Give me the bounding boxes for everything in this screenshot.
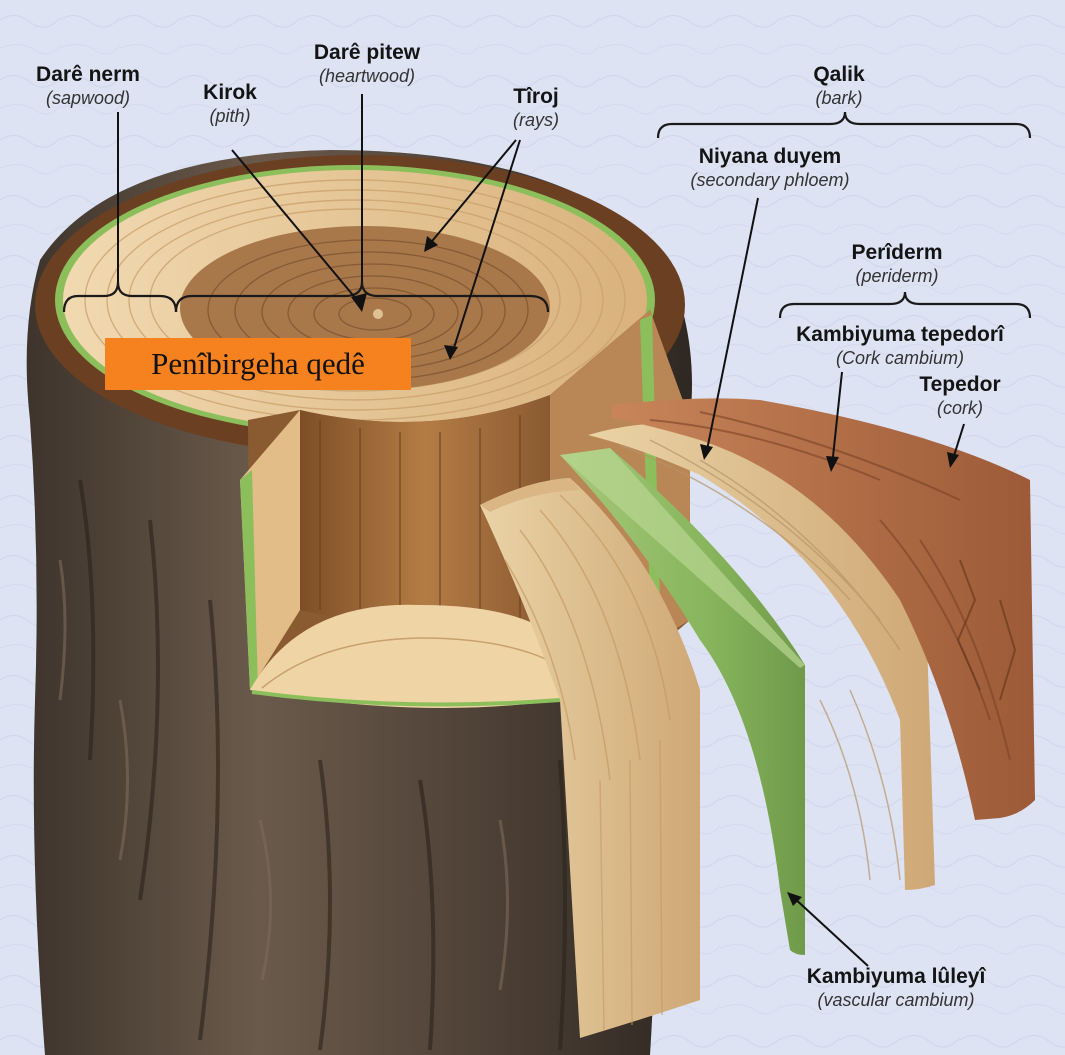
label-phloem-sci: (secondary phloem) bbox=[690, 170, 850, 190]
label-rays: Tîroj (rays) bbox=[486, 84, 586, 131]
label-cork-cambium-name: Kambiyuma tepedorî bbox=[796, 323, 1004, 346]
label-sapwood: Darê nerm (sapwood) bbox=[8, 62, 168, 109]
label-cork: Tepedor (cork) bbox=[900, 372, 1020, 419]
label-pith: Kirok (pith) bbox=[180, 80, 280, 127]
label-periderm-name: Perîderm bbox=[851, 241, 943, 264]
vascular-cambium-slab bbox=[560, 448, 805, 955]
sapwood-slab bbox=[480, 478, 700, 1038]
label-bark-name: Qalik bbox=[813, 63, 865, 86]
periderm-brace bbox=[778, 291, 1032, 319]
label-sapwood-name: Darê nerm bbox=[36, 63, 140, 86]
label-heartwood-sci: (heartwood) bbox=[318, 66, 416, 86]
growth-rings-sapwood bbox=[84, 179, 626, 421]
label-periderm: Perîderm (periderm) bbox=[822, 240, 972, 287]
label-bark-sci: (bark) bbox=[815, 88, 863, 108]
callout-cross-section-title: Penîbirgeha qedê bbox=[105, 338, 411, 390]
label-cork-sci: (cork) bbox=[937, 398, 983, 418]
label-pith-sci: (pith) bbox=[209, 106, 251, 126]
label-cork-cambium: Kambiyuma tepedorî (Cork cambium) bbox=[770, 322, 1030, 369]
label-bark: Qalik (bark) bbox=[774, 62, 904, 109]
secondary-phloem-slab bbox=[588, 423, 935, 890]
label-vascular-sci: (vascular cambium) bbox=[817, 990, 975, 1010]
pith-dot bbox=[373, 309, 383, 319]
label-heartwood-name: Darê pitew bbox=[313, 41, 421, 64]
label-cork-name: Tepedor bbox=[919, 373, 1001, 396]
label-phloem-name: Niyana duyem bbox=[698, 145, 842, 168]
arrowheads bbox=[351, 236, 959, 906]
label-sapwood-sci: (sapwood) bbox=[45, 88, 131, 108]
label-periderm-sci: (periderm) bbox=[855, 266, 939, 286]
label-cork-cambium-sci: (Cork cambium) bbox=[835, 348, 964, 368]
label-heartwood: Darê pitew (heartwood) bbox=[282, 40, 452, 87]
label-vascular-name: Kambiyuma lûleyî bbox=[806, 965, 986, 988]
label-rays-sci: (rays) bbox=[513, 110, 559, 130]
label-secondary-phloem: Niyana duyem (secondary phloem) bbox=[660, 144, 880, 191]
cork-slab bbox=[612, 398, 1035, 820]
label-pith-name: Kirok bbox=[203, 81, 257, 104]
label-vascular-cambium: Kambiyuma lûleyî (vascular cambium) bbox=[776, 964, 1016, 1011]
label-rays-name: Tîroj bbox=[513, 85, 559, 108]
bark-brace bbox=[656, 111, 1032, 139]
